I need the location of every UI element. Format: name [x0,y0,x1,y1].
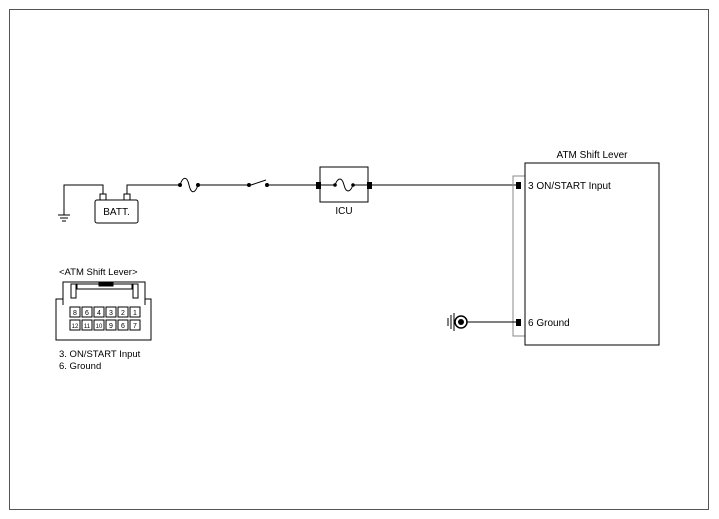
pin-cell: 10 [93,319,105,331]
pin-cell: 6 [81,306,93,318]
pin-number: 9 [109,323,113,330]
module-connector-strip [512,175,526,337]
pin-number: 4 [97,310,101,317]
pin-cell: 3 [105,306,117,318]
pin-number: 1 [133,310,137,317]
pin-number: 7 [133,323,137,330]
connector-face [55,281,152,341]
ground-point-icon [454,315,468,329]
pin-cell: 8 [69,306,81,318]
pin-cell: 1 [129,306,141,318]
pin-number: 10 [96,324,103,330]
pin-cell: 9 [105,319,117,331]
battery: BATT. [94,193,139,224]
pin-number: 6 [121,323,125,330]
connector-legend-line: 3. ON/START Input [59,349,141,360]
pin-cell: 6 [117,319,129,331]
connector-pins-top-row: 8 6 4 3 2 1 [69,306,141,318]
power-wire [126,184,516,194]
pin-number: 8 [73,310,77,317]
module-pin6-label: 6 Ground [528,318,570,329]
icu-label: ICU [335,206,352,217]
icu-box: ICU [316,166,372,217]
module-title: ATM Shift Lever [557,150,629,161]
battery-positive-terminal [123,193,131,201]
pin-number: 12 [72,324,79,330]
pin-number: 11 [84,324,91,330]
module-body [524,162,660,346]
inline-fuse [178,177,200,193]
battery-label: BATT. [103,207,129,218]
pin-cell: 4 [93,306,105,318]
battery-ground-symbol [58,184,104,222]
pin-number: 3 [109,310,113,317]
battery-negative-terminal [99,193,107,201]
ignition-switch [247,179,269,187]
ground-wire [447,313,516,331]
module-pin3-label: 3 ON/START Input [528,181,611,192]
battery-body [94,199,139,224]
pin-number: 2 [121,310,125,317]
pin-cell: 11 [81,319,93,331]
page-frame [9,9,709,510]
connector-pins-bottom-row: 12 11 10 9 6 7 [69,319,141,331]
pin-cell: 2 [117,306,129,318]
pin-cell: 7 [129,319,141,331]
pin-cell: 12 [69,319,81,331]
connector-title: <ATM Shift Lever> [59,267,138,278]
pin-number: 6 [85,310,89,317]
connector-legend-line: 6. Ground [59,361,101,372]
shift-lever-module: ATM Shift Lever 3 ON/START Input 6 Groun… [512,150,660,346]
